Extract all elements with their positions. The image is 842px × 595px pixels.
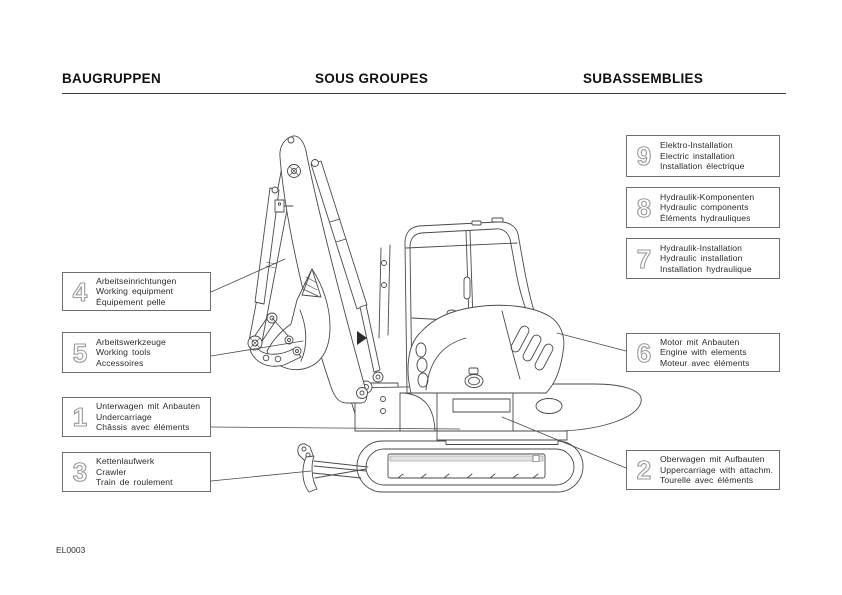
callout-number: 9: [637, 142, 651, 170]
callout-number: 7: [637, 245, 651, 273]
callout-box-engine: 6 Motor mit Anbauten Engine with element…: [626, 333, 780, 372]
callout-text: Arbeitseinrichtungen Working equipment É…: [96, 276, 176, 307]
callout-text: Hydraulik-Installation Hydraulic install…: [660, 243, 752, 274]
callout-number-badge: 8: [636, 194, 652, 222]
callout-number: 1: [73, 403, 87, 431]
callout-number: 6: [637, 339, 651, 367]
callout-number: 5: [73, 339, 87, 367]
callout-line-en: Hydraulic installation: [660, 253, 743, 264]
callout-number-badge: 5: [72, 339, 88, 367]
undercarriage-pedestal: [436, 430, 568, 445]
callout-number: 2: [637, 456, 651, 484]
callout-line-fr: Châssis avec éléments: [96, 422, 190, 433]
callout-line-en: Hydraulic components: [660, 202, 749, 213]
callout-leader-lines: [210, 258, 627, 482]
callout-line-fr: Équipement pelle: [96, 296, 166, 307]
callout-number-badge: 3: [72, 458, 88, 486]
callout-line-de: Hydraulik-Komponenten: [660, 191, 755, 202]
callout-line-en: Uppercarriage with attachm.: [660, 464, 774, 475]
callout-line-de: Unterwagen mit Anbauten: [96, 401, 201, 412]
header-rule: [62, 93, 786, 94]
page-title-french: SOUS GROUPES: [315, 71, 429, 86]
page-title-german: BAUGRUPPEN: [62, 71, 162, 86]
callout-line-de: Arbeitswerkzeuge: [96, 336, 166, 347]
callout-line-fr: Moteur avec éléments: [660, 357, 750, 368]
callout-line-en: Working equipment: [96, 286, 174, 297]
callout-text: Unterwagen mit Anbauten Undercarriage Ch…: [96, 401, 200, 432]
callout-line-en: Electric installation: [660, 150, 735, 161]
callout-line-de: Arbeitseinrichtungen: [96, 275, 177, 286]
callout-box-hydraulic-installation: 7 Hydraulik-Installation Hydraulic insta…: [626, 238, 780, 279]
callout-line-de: Hydraulik-Installation: [660, 242, 742, 253]
bucket-linkage: [247, 312, 302, 367]
callout-line-en: Crawler: [96, 466, 127, 477]
callout-line-fr: Accessoires: [96, 357, 144, 368]
callout-number: 3: [73, 458, 87, 486]
callout-line-de: Motor mit Anbauten: [660, 336, 740, 347]
uppercarriage-body: [350, 244, 642, 432]
callout-text: Oberwagen mit Aufbauten Uppercarriage wi…: [660, 454, 773, 485]
callout-box-uppercarriage: 2 Oberwagen mit Aufbauten Uppercarriage …: [626, 450, 780, 490]
callout-line-en: Working tools: [96, 347, 151, 358]
callout-number-badge: 6: [636, 339, 652, 367]
callout-number-badge: 2: [636, 456, 652, 484]
callout-number-badge: 1: [72, 403, 88, 431]
boom-arm: [248, 135, 384, 404]
warning-decal: [357, 331, 367, 345]
figure-code: EL0003: [56, 545, 86, 555]
callout-box-hydraulic-components: 8 Hydraulik-Komponenten Hydraulic compon…: [626, 187, 780, 228]
callout-text: Arbeitswerkzeuge Working tools Accessoir…: [96, 337, 166, 368]
callout-box-electric-installation: 9 Elektro-Installation Electric installa…: [626, 135, 780, 177]
callout-box-crawler: 3 Kettenlaufwerk Crawler Train de roulem…: [62, 452, 211, 492]
callout-line-de: Elektro-Installation: [660, 140, 733, 151]
callout-number-badge: 7: [636, 245, 652, 273]
callout-number: 8: [637, 194, 651, 222]
callout-text: Motor mit Anbauten Engine with elements …: [660, 337, 750, 368]
callout-box-undercarriage: 1 Unterwagen mit Anbauten Undercarriage …: [62, 397, 211, 437]
callout-number-badge: 4: [72, 278, 88, 306]
callout-line-fr: Tourelle avec éléments: [660, 475, 754, 486]
dozer-blade: [297, 443, 369, 493]
callout-number: 4: [73, 278, 88, 306]
callout-text: Hydraulik-Komponenten Hydraulic componen…: [660, 192, 754, 223]
engine-cowl: [407, 304, 565, 394]
page-title-english: SUBASSEMBLIES: [583, 71, 704, 86]
callout-line-fr: Installation hydraulique: [660, 263, 752, 274]
callout-number-badge: 9: [636, 142, 652, 170]
callout-text: Elektro-Installation Electric installati…: [660, 140, 745, 171]
crawler-track: [356, 440, 584, 493]
callout-line-fr: Éléments hydrauliques: [660, 212, 751, 223]
callout-box-working-tools: 5 Arbeitswerkzeuge Working tools Accesso…: [62, 332, 211, 373]
callout-text: Kettenlaufwerk Crawler Train de roulemen…: [96, 456, 173, 487]
callout-line-de: Kettenlaufwerk: [96, 456, 155, 467]
callout-line-fr: Installation électrique: [660, 161, 745, 172]
callout-line-fr: Train de roulement: [96, 477, 173, 488]
callout-line-en: Engine with elements: [660, 347, 747, 358]
callout-line-en: Undercarriage: [96, 411, 152, 422]
callout-box-working-equipment: 4 Arbeitseinrichtungen Working equipment…: [62, 272, 211, 311]
callout-line-de: Oberwagen mit Aufbauten: [660, 454, 765, 465]
